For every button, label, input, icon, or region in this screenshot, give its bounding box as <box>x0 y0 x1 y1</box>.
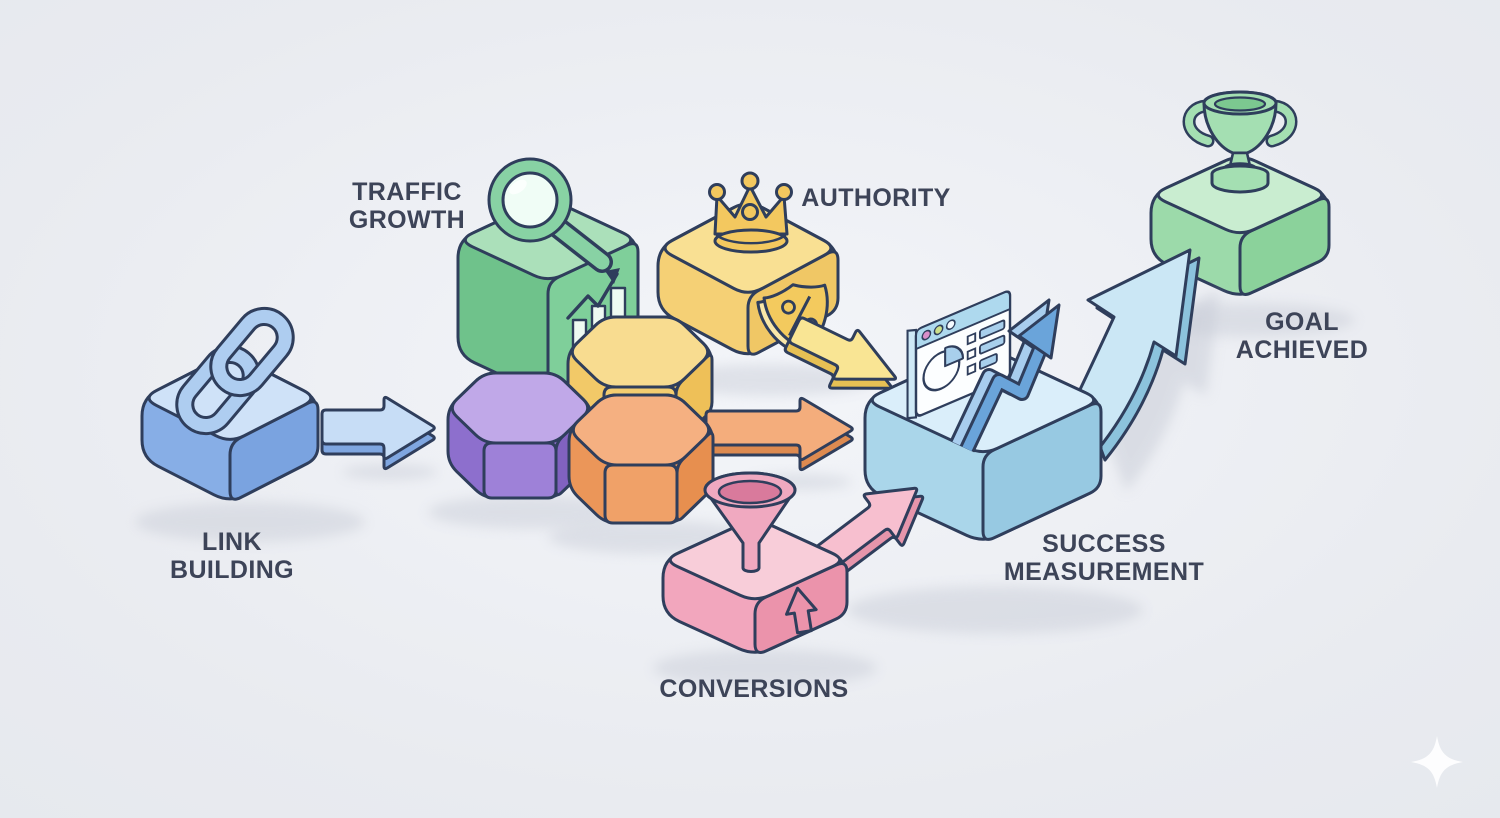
funnel-icon <box>703 471 797 573</box>
node-link-building <box>140 306 320 501</box>
node-conversions <box>661 471 849 654</box>
label-goal-achieved: GOAL ACHIEVED <box>1236 308 1368 364</box>
label-line: BUILDING <box>169 556 295 584</box>
node-success-measurement <box>863 290 1103 541</box>
label-line: AUTHORITY <box>801 184 951 212</box>
chain-link-icon <box>175 306 295 436</box>
label-success-measurement: SUCCESS MEASUREMENT <box>1004 530 1204 586</box>
arrow-authority-to-success <box>783 316 898 390</box>
label-traffic-growth: TRAFFIC GROWTH <box>349 178 465 234</box>
label-line: CONVERSIONS <box>659 675 849 703</box>
label-line: ACHIEVED <box>1235 336 1369 364</box>
label-authority: AUTHORITY <box>801 184 950 212</box>
hex-purple <box>446 371 594 500</box>
up-arrow-icon <box>784 586 818 635</box>
label-line: TRAFFIC <box>352 178 462 206</box>
label-line: MEASUREMENT <box>1003 558 1205 586</box>
trophy-icon <box>1182 90 1298 194</box>
node-goal-achieved <box>1149 90 1331 296</box>
arrow-pipeline-to-success <box>704 396 854 472</box>
arrow-success-to-goal <box>1074 248 1220 492</box>
crown-icon <box>708 171 793 254</box>
label-line: GOAL <box>1265 308 1339 336</box>
label-link-building: LINK BUILDING <box>170 528 294 584</box>
magnifier-icon <box>487 157 613 273</box>
label-line: SUCCESS <box>1042 530 1166 558</box>
label-line: LINK <box>202 528 262 556</box>
sparkle-icon <box>1411 736 1463 788</box>
trend-arrow-icon <box>949 298 1061 453</box>
node-authority <box>656 171 840 356</box>
label-conversions: CONVERSIONS <box>659 675 848 703</box>
hex-orange <box>567 393 715 525</box>
label-line: GROWTH <box>348 206 466 234</box>
arrow-link-to-pipeline <box>320 395 436 471</box>
